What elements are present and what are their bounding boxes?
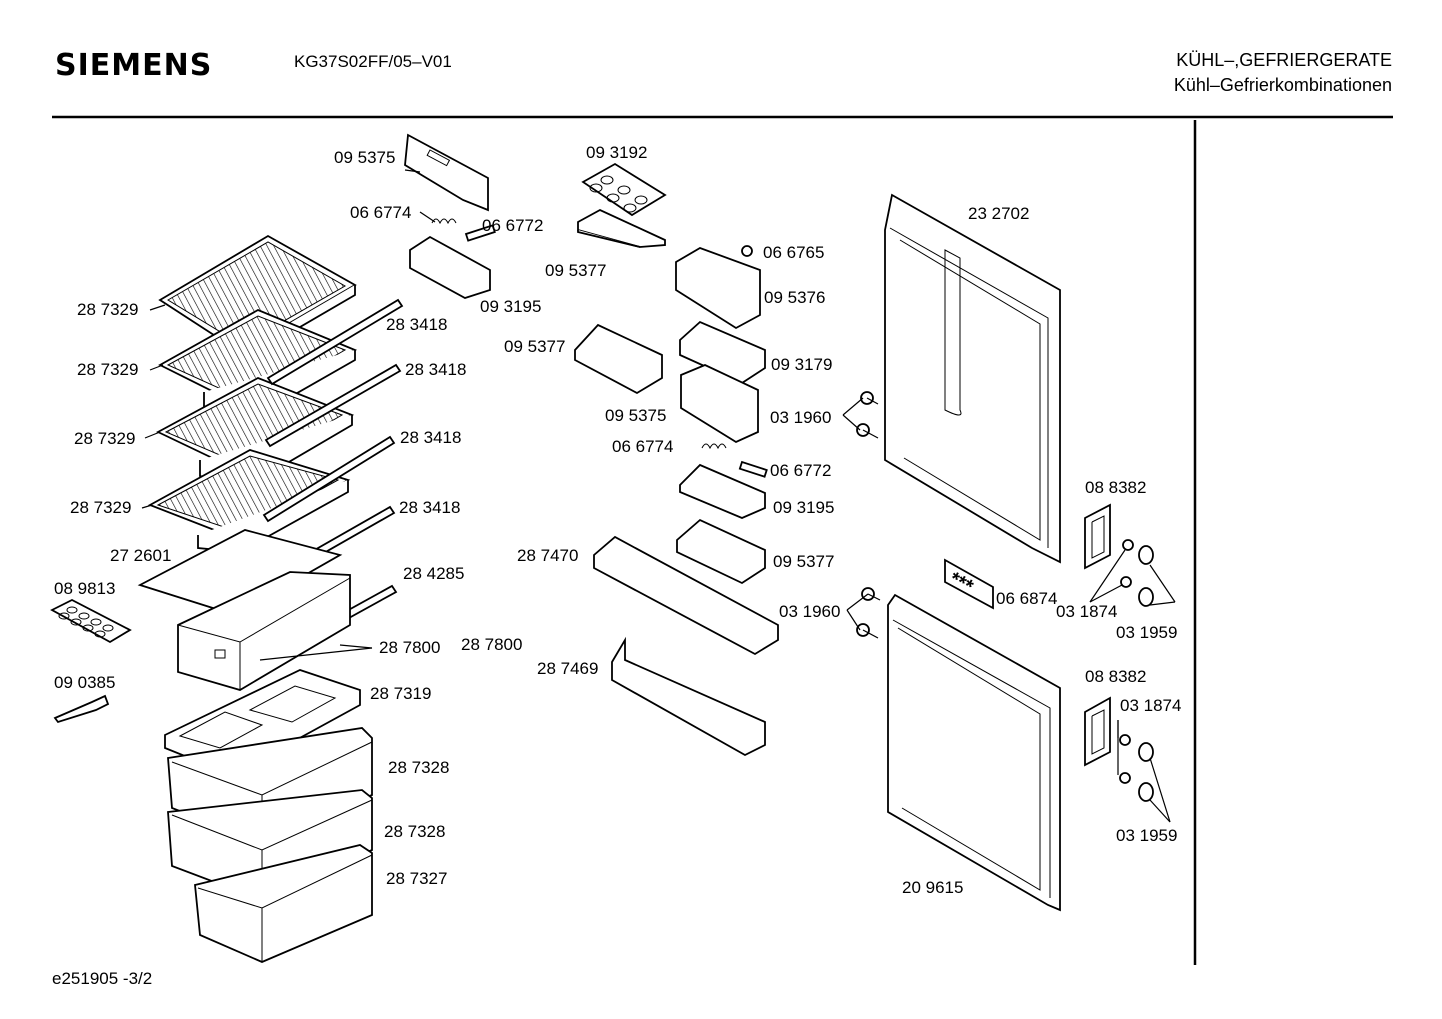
- part-label: 06 6765: [763, 243, 824, 262]
- door-bin-deep: [680, 364, 759, 444]
- part-label: 09 5377: [545, 261, 606, 280]
- part-label: 03 1874: [1056, 602, 1117, 621]
- part-label: 09 3195: [773, 498, 834, 517]
- part-label: 28 3418: [400, 428, 461, 447]
- part-label: 28 7329: [74, 429, 135, 448]
- document-id: e251905 -3/2: [52, 969, 153, 988]
- door-bin: [574, 323, 663, 395]
- part-label: 28 7469: [537, 659, 598, 678]
- part-label: 09 3195: [480, 297, 541, 316]
- door-screws: [856, 391, 881, 639]
- part-number-labels: 09 5375 09 3192 06 6774 06 6772 23 2702 …: [54, 143, 1181, 897]
- part-label: 09 0385: [54, 673, 115, 692]
- part-label: 28 7328: [388, 758, 449, 777]
- door-bin: [676, 518, 766, 585]
- bottle-shelf: [611, 636, 766, 757]
- part-label: 08 9813: [54, 579, 115, 598]
- part-label: 28 7329: [70, 498, 131, 517]
- part-label: 09 5376: [764, 288, 825, 307]
- part-label: 03 1959: [1116, 826, 1177, 845]
- part-label: 28 7800: [379, 638, 440, 657]
- crisper-drawer: [177, 571, 351, 691]
- brand-logo: SIEMENS: [55, 48, 213, 83]
- door-bin: [679, 320, 766, 385]
- ice-tray: [50, 598, 132, 644]
- door-bin: [679, 463, 766, 519]
- hinge: [1084, 503, 1111, 570]
- hinge: [1084, 696, 1111, 767]
- butter-lid: [404, 133, 489, 212]
- part-label: 28 7800: [461, 635, 522, 654]
- part-label: 28 7329: [77, 300, 138, 319]
- part-label: 03 1959: [1116, 623, 1177, 642]
- part-label: 09 5375: [605, 406, 666, 425]
- part-label: 27 2601: [110, 546, 171, 565]
- part-label: 08 8382: [1085, 667, 1146, 686]
- part-label: 28 7319: [370, 684, 431, 703]
- part-label: 03 1874: [1120, 696, 1181, 715]
- part-label: 28 7327: [386, 869, 447, 888]
- door-bin: [577, 208, 666, 248]
- glass-plate: [137, 529, 343, 616]
- part-label: 06 6774: [350, 203, 411, 222]
- part-label: 28 3418: [405, 360, 466, 379]
- door-bin-deep: [675, 247, 761, 330]
- part-label: 28 7328: [384, 822, 445, 841]
- star-rating-badge: ***: [944, 558, 994, 610]
- part-label: 06 6772: [482, 216, 543, 235]
- part-label: 03 1960: [779, 602, 840, 621]
- part-label: 06 6774: [612, 437, 673, 456]
- model-number: KG37S02FF/05–V01: [294, 52, 452, 71]
- part-label: 28 7329: [77, 360, 138, 379]
- part-label: 28 3418: [386, 315, 447, 334]
- part-label: 09 5377: [504, 337, 565, 356]
- part-label: 20 9615: [902, 878, 963, 897]
- part-label: 09 5375: [334, 148, 395, 167]
- freezer-door: [887, 593, 1061, 912]
- hinge-screws-caps: [1119, 539, 1154, 802]
- freezer-drawer: [194, 844, 373, 963]
- part-label: 06 6874: [996, 589, 1057, 608]
- part-label: 28 3418: [399, 498, 460, 517]
- part-label: 09 3179: [771, 355, 832, 374]
- part-label: 03 1960: [770, 408, 831, 427]
- fridge-door: [884, 193, 1061, 564]
- door-bin-small: [409, 235, 491, 299]
- freezer-cover: [164, 669, 361, 776]
- part-label: 28 4285: [403, 564, 464, 583]
- egg-tray: [581, 162, 667, 217]
- part-label: 06 6772: [770, 461, 831, 480]
- part-label: 09 5377: [773, 552, 834, 571]
- leader-lines: [141, 169, 1176, 823]
- part-label: 09 3192: [586, 143, 647, 162]
- part-label: 23 2702: [968, 204, 1029, 223]
- ice-scraper: [53, 694, 110, 724]
- springs-pins: [431, 218, 768, 478]
- bottle-shelf: [593, 535, 779, 656]
- category-title: KÜHL–,GEFRIERGERATE: [1176, 50, 1392, 70]
- part-label: 28 7470: [517, 546, 578, 565]
- part-label: 08 8382: [1085, 478, 1146, 497]
- category-subtitle: Kühl–Gefrierkombinationen: [1173, 75, 1392, 95]
